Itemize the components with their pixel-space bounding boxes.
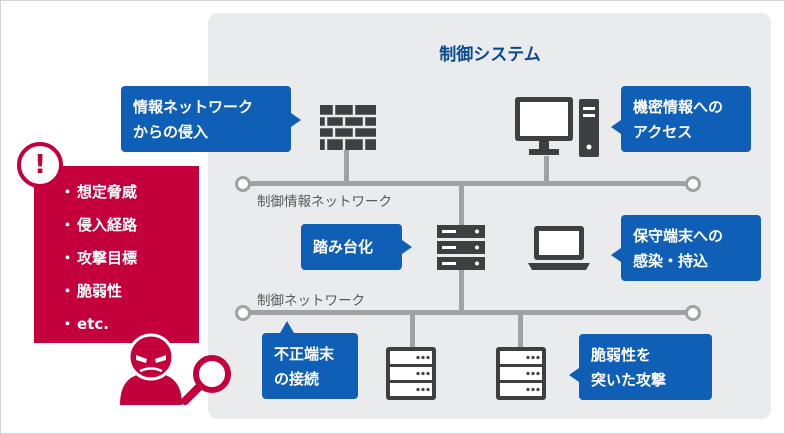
desktop-computer-icon (515, 97, 599, 157)
control-network-right-node (685, 305, 701, 321)
callout-maintenance-tail (611, 248, 621, 262)
hacker-icon (120, 333, 182, 405)
info-network-label: 制御情報ネットワーク (257, 194, 392, 210)
firewall-connector (344, 150, 349, 183)
callout-stepping-stone-tail (402, 240, 412, 254)
callout-intrusion-line1: 情報ネットワーク (133, 98, 254, 116)
callout-confidential-tail (611, 120, 621, 134)
callout-vulnerability-tail (569, 368, 579, 382)
firewall-icon (320, 105, 376, 150)
callout-rogue-tail (280, 321, 294, 333)
callout-intrusion-tail (291, 113, 301, 127)
field-server-left-icon (386, 347, 436, 400)
control-network-line (245, 310, 692, 315)
callout-confidential-line2: アクセス (633, 123, 693, 141)
threat-list: 想定脅威 侵入経路 攻撃目標 脆弱性 etc. (34, 166, 199, 341)
callout-vulnerability-line2: 突いた攻撃 (591, 371, 667, 389)
control-network-left-node (235, 305, 251, 321)
callout-maintenance-terminal: 保守端末への 感染・持込 (621, 215, 761, 281)
callout-intrusion-line2: からの侵入 (133, 123, 209, 141)
callout-vulnerability-line1: 脆弱性を (591, 346, 652, 364)
threat-item: etc. (60, 308, 199, 341)
field-server-right-connector (518, 314, 523, 350)
callout-maintenance-line2: 感染・持込 (633, 252, 709, 270)
threat-box: 想定脅威 侵入経路 攻撃目標 脆弱性 etc. (34, 166, 199, 343)
field-server-right-icon (496, 347, 546, 400)
server-upper-connector (459, 183, 464, 225)
callout-stepping-stone-line1: 踏み台化 (313, 238, 374, 256)
info-network-line (245, 181, 692, 186)
callout-confidential-line1: 機密情報への (633, 98, 724, 116)
callout-rogue-line1: 不正端末 (274, 345, 335, 363)
server-lower-connector (459, 268, 464, 312)
desktop-connector (544, 156, 549, 183)
field-server-left-connector (410, 314, 415, 350)
laptop-icon (528, 226, 590, 270)
threat-item: 攻撃目標 (60, 242, 199, 275)
callout-maintenance-line1: 保守端末への (633, 227, 724, 245)
alert-icon: ! (17, 142, 63, 188)
threat-item: 脆弱性 (60, 275, 199, 308)
callout-intrusion: 情報ネットワーク からの侵入 (121, 86, 291, 152)
control-network-label: 制御ネットワーク (257, 293, 365, 309)
threat-item: 想定脅威 (60, 176, 199, 209)
magnifier-icon (181, 355, 231, 405)
callout-confidential-access: 機密情報への アクセス (621, 86, 751, 152)
callout-vulnerability-attack: 脆弱性を 突いた攻撃 (579, 334, 712, 400)
server-icon (437, 225, 485, 270)
info-network-left-node (235, 176, 251, 192)
info-network-right-node (685, 176, 701, 192)
control-system-title: 制御システム (439, 45, 541, 65)
threat-item: 侵入経路 (60, 209, 199, 242)
callout-rogue-line2: の接続 (274, 370, 320, 388)
callout-rogue-terminal: 不正端末 の接続 (262, 333, 358, 399)
callout-stepping-stone: 踏み台化 (301, 224, 402, 270)
